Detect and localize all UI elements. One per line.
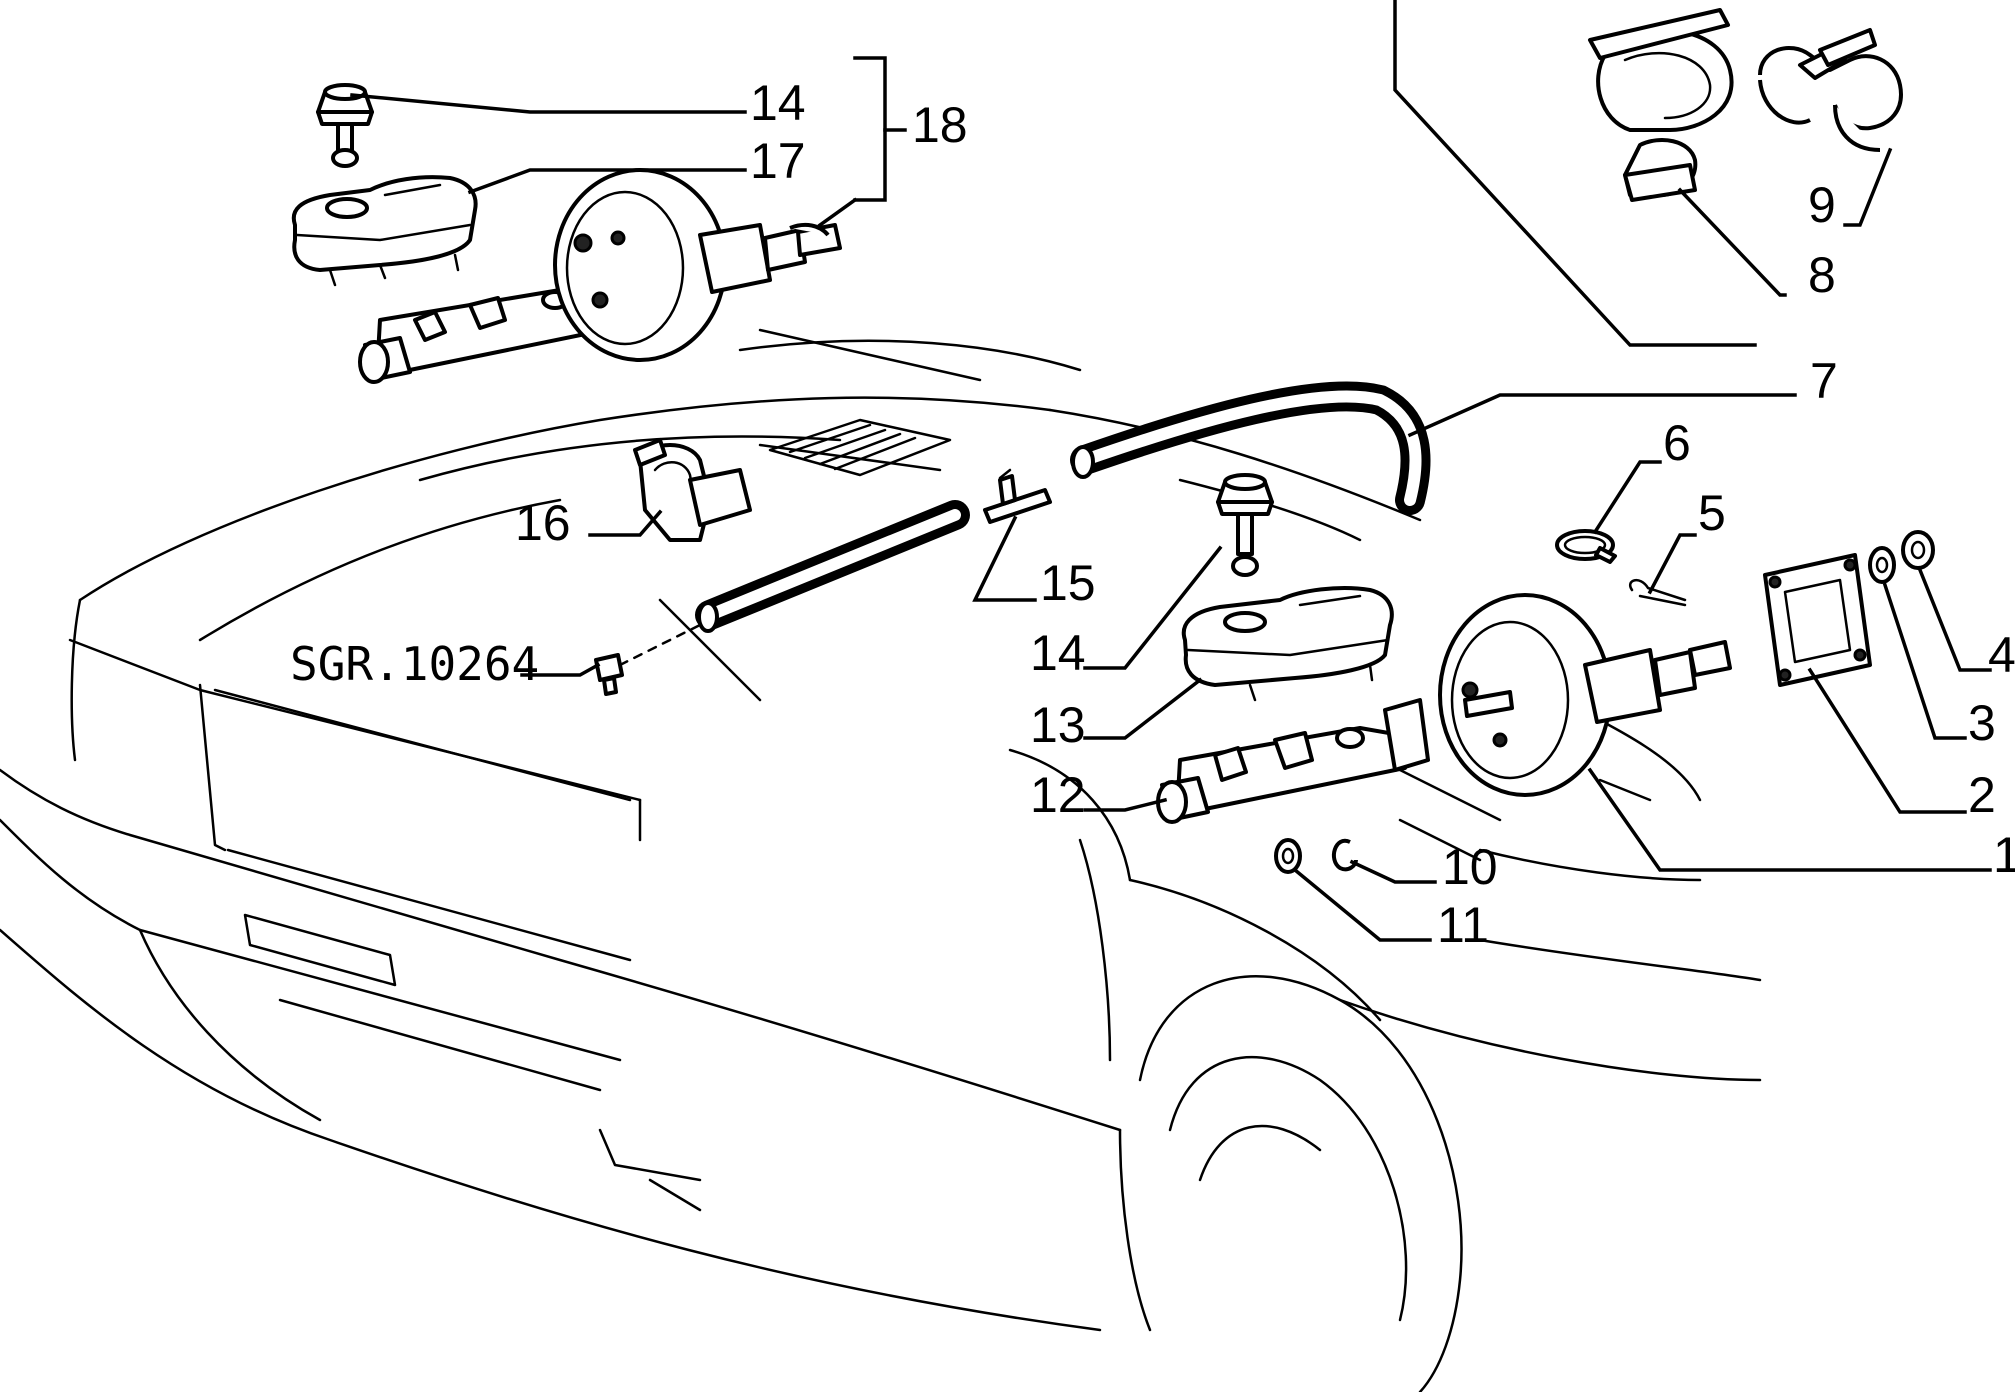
callout-2: 2: [1968, 767, 1996, 823]
callout-7: 7: [1810, 353, 1838, 409]
brake-booster-part-1: [1438, 593, 1732, 797]
hose-segment: [695, 500, 970, 633]
assembly-18-brake-master-unit: [291, 83, 842, 384]
reservoir-cap-part-14-top: [316, 83, 374, 168]
callout-17: 17: [750, 133, 806, 189]
fluid-reservoir-part-17: [291, 175, 478, 287]
reference-code-label: SGR.10264: [290, 637, 539, 691]
callout-1: 1: [1993, 827, 2015, 883]
callout-labels: 14 17 18 16 SGR.10264 15 14 13 12 10 11 …: [290, 75, 2015, 953]
master-cylinder-part-12: [1156, 698, 1430, 824]
callout-12: 12: [1030, 767, 1086, 823]
callout-13: 13: [1030, 697, 1086, 753]
washer-part-3: [1868, 546, 1896, 584]
callout-9: 9: [1808, 177, 1836, 233]
nut-part-4: [1901, 530, 1935, 570]
pin-part-5: [1629, 579, 1687, 607]
gasket-part-2: [1763, 553, 1872, 687]
callout-18: 18: [912, 97, 968, 153]
callout-10: 10: [1442, 839, 1498, 895]
washer-part-10: [1331, 838, 1358, 872]
clamp-part-8: [1588, 8, 1734, 202]
brake-booster-top: [553, 168, 842, 362]
callout-6: 6: [1663, 415, 1691, 471]
callout-16: 16: [515, 495, 571, 551]
leader-lines: [350, 0, 1992, 942]
callout-11: 11: [1437, 897, 1489, 953]
connector-part-15: [983, 468, 1052, 524]
hose-clamp-part-6: [1555, 529, 1617, 564]
sgr-fitting: [594, 653, 624, 696]
callout-3: 3: [1968, 695, 1996, 751]
fluid-reservoir-part-13: [1181, 586, 1394, 702]
clip-part-16: [633, 438, 752, 542]
vacuum-hose-part-7: [1070, 381, 1431, 515]
callout-14-top: 14: [750, 75, 806, 131]
callout-5: 5: [1698, 485, 1726, 541]
callout-8: 8: [1808, 247, 1836, 303]
hood-vent: [768, 418, 952, 477]
callout-14-centre: 14: [1030, 625, 1086, 681]
clamp-part-9: [1758, 28, 1903, 152]
nut-part-11: [1274, 838, 1302, 874]
car-body-outline: [0, 328, 1762, 1394]
callout-4: 4: [1988, 627, 2015, 683]
callout-15: 15: [1040, 555, 1096, 611]
reservoir-cap-part-14-centre: [1216, 473, 1274, 577]
